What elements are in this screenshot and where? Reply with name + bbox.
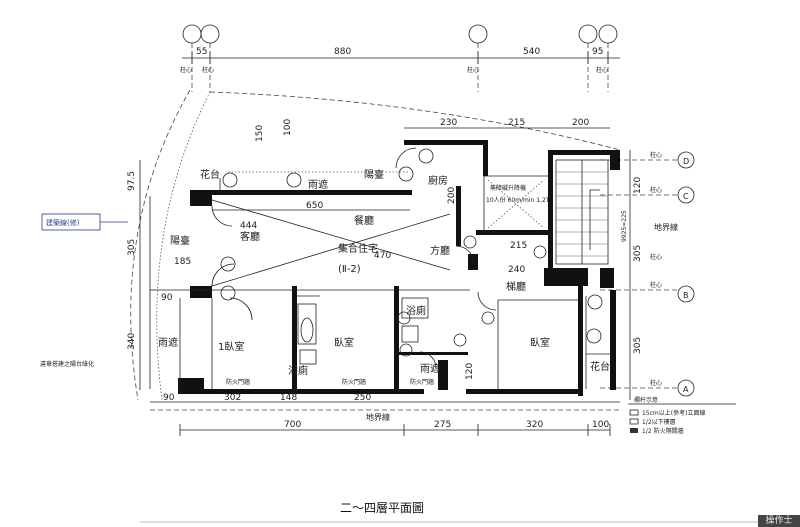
top-dim-2: 880 <box>334 47 351 57</box>
room-living: 客廳 <box>240 230 260 243</box>
right-dimensions: 120 9925=225 305 305 <box>621 150 643 400</box>
grid-label-top-2: 柱心 <box>202 66 214 74</box>
top-dimension-line: 55 880 540 95 柱心 柱心 柱心 柱心 <box>180 47 620 74</box>
grid-label-top-4: 柱心 <box>596 66 608 74</box>
dim-200b: 200 <box>447 187 457 204</box>
room-balcony-top: 陽臺 <box>364 168 384 181</box>
bottom-dim-8: 100 <box>592 420 609 430</box>
dim-100: 100 <box>283 119 293 136</box>
elevator-label: 無障礙升降機 <box>490 184 526 192</box>
room-bedroom-1: 1臥室 <box>218 340 244 353</box>
wall-label-1: 防火門牆 <box>226 378 250 386</box>
corner-label: 操作士 <box>758 515 800 527</box>
left-note: 違章搭建之陽台綠化 <box>40 360 94 368</box>
legend-item-3: 1/2 防火隔間牆 <box>642 427 684 435</box>
dim-230: 230 <box>440 118 457 128</box>
boundary-bottom: 地界線 <box>366 412 390 422</box>
bottom-dim-4: 250 <box>354 393 371 403</box>
dim-150: 150 <box>255 125 265 142</box>
left-tag: 建築線(修) <box>46 218 80 227</box>
bottom-dim-6: 275 <box>434 420 451 430</box>
axis-D: D <box>683 157 689 166</box>
wall-label-2: 防火門牆 <box>342 378 366 386</box>
left-annotations: 建築線(修) 違章搭建之陽台綠化 <box>40 213 128 368</box>
unit-label: 集合住宅 <box>338 242 378 255</box>
walls <box>178 140 620 396</box>
left-dim-3: 340 <box>127 333 137 350</box>
grid-label-top-3: 柱心 <box>467 66 479 74</box>
left-dimensions: 97.5 305 340 <box>127 160 141 390</box>
wall-label-3: 防火門牆 <box>410 378 434 386</box>
room-bath-2: 浴廁 <box>406 304 426 317</box>
door-swings <box>211 147 497 369</box>
interior-lines <box>149 171 612 389</box>
boundary-right: 地界線 <box>654 222 678 232</box>
legend-item-1: 15cm以上(參考)立面線 <box>642 409 705 417</box>
bottom-dim-5: 700 <box>284 420 301 430</box>
bottom-dim-1: 90 <box>163 393 175 403</box>
staircase <box>555 159 609 265</box>
right-dim-2: 9925=225 <box>621 210 628 242</box>
room-hall: 方廳 <box>430 244 450 257</box>
top-dim-4: 95 <box>592 47 603 57</box>
room-planter-right: 花台 <box>590 360 610 373</box>
top-dim-3: 540 <box>523 47 540 57</box>
room-labels: 客廳 陽臺 雨遮 1臥室 臥室 浴廁 浴廁 餐廳 廚房 陽臺 雨遮 臥室 梯廳 … <box>158 168 610 386</box>
legend-title: 欄杆示意 <box>634 396 658 404</box>
bottom-dim-7: 320 <box>526 420 543 430</box>
room-canopy-left: 雨遮 <box>158 336 178 349</box>
left-dim-1: 97.5 <box>127 171 137 191</box>
room-kitchen: 廚房 <box>428 174 448 187</box>
unit-sub: (Ⅱ-2) <box>338 264 361 275</box>
grid-label-right-3: 柱心 <box>650 253 662 261</box>
dim-650: 650 <box>306 201 323 211</box>
right-dim-1: 120 <box>633 177 643 194</box>
dim-215b: 215 <box>510 241 527 251</box>
grid-label-right-1: 柱心 <box>650 151 662 159</box>
room-canopy-top: 雨遮 <box>308 178 328 191</box>
grid-label-top-1: 柱心 <box>180 66 192 74</box>
grid-bubbles-top <box>182 24 618 92</box>
room-bath-1: 浴廁 <box>288 364 308 377</box>
axis-A: A <box>683 385 689 394</box>
bottom-dim-2: 302 <box>224 393 241 403</box>
room-bedroom-3: 臥室 <box>530 336 550 349</box>
room-canopy-bottom: 雨遮 <box>420 362 440 375</box>
dim-470: 470 <box>374 251 391 261</box>
grid-label-right-2: 柱心 <box>650 186 662 194</box>
drawing-title: 二〜四層平面圖 <box>340 501 424 515</box>
left-dim-2: 305 <box>127 239 137 256</box>
dim-90: 90 <box>161 293 173 303</box>
dim-120: 120 <box>465 363 475 380</box>
bottom-dimensions: 90 302 148 250 700 275 320 100 <box>150 393 620 436</box>
grid-label-right-5: 柱心 <box>650 379 662 387</box>
dim-200: 200 <box>572 118 589 128</box>
room-lobby: 梯廳 <box>506 280 526 293</box>
axis-B: B <box>683 291 689 300</box>
top-dim-1: 55 <box>196 47 207 57</box>
dim-444: 444 <box>240 221 257 231</box>
room-dining: 餐廳 <box>354 214 374 227</box>
axis-C: C <box>683 192 689 201</box>
right-dim-3: 305 <box>633 245 643 262</box>
grid-label-right-4: 柱心 <box>650 281 662 289</box>
right-dim-4: 305 <box>633 337 643 354</box>
room-bedroom-2: 臥室 <box>334 336 354 349</box>
elevator-sub: 10人份 60m/min 1.2T <box>486 196 550 204</box>
room-balcony-left: 陽臺 <box>170 234 190 247</box>
dim-240: 240 <box>508 265 525 275</box>
room-planter-top: 花台 <box>200 168 220 181</box>
boundary-labels: 地界線 地界線 <box>366 222 678 422</box>
curved-building-line <box>130 89 621 401</box>
dim-185: 185 <box>174 257 191 267</box>
dim-215: 215 <box>508 118 525 128</box>
bottom-dim-3: 148 <box>280 393 297 403</box>
inner-dimensions: 230 215 200 150 100 650 444 185 470 215 … <box>161 118 610 380</box>
legend: 欄杆示意 15cm以上(參考)立面線 1/2以下樓層 1/2 防火隔間牆 <box>628 396 736 435</box>
opening-tags <box>220 148 603 357</box>
legend-item-2: 1/2以下樓層 <box>642 418 676 426</box>
